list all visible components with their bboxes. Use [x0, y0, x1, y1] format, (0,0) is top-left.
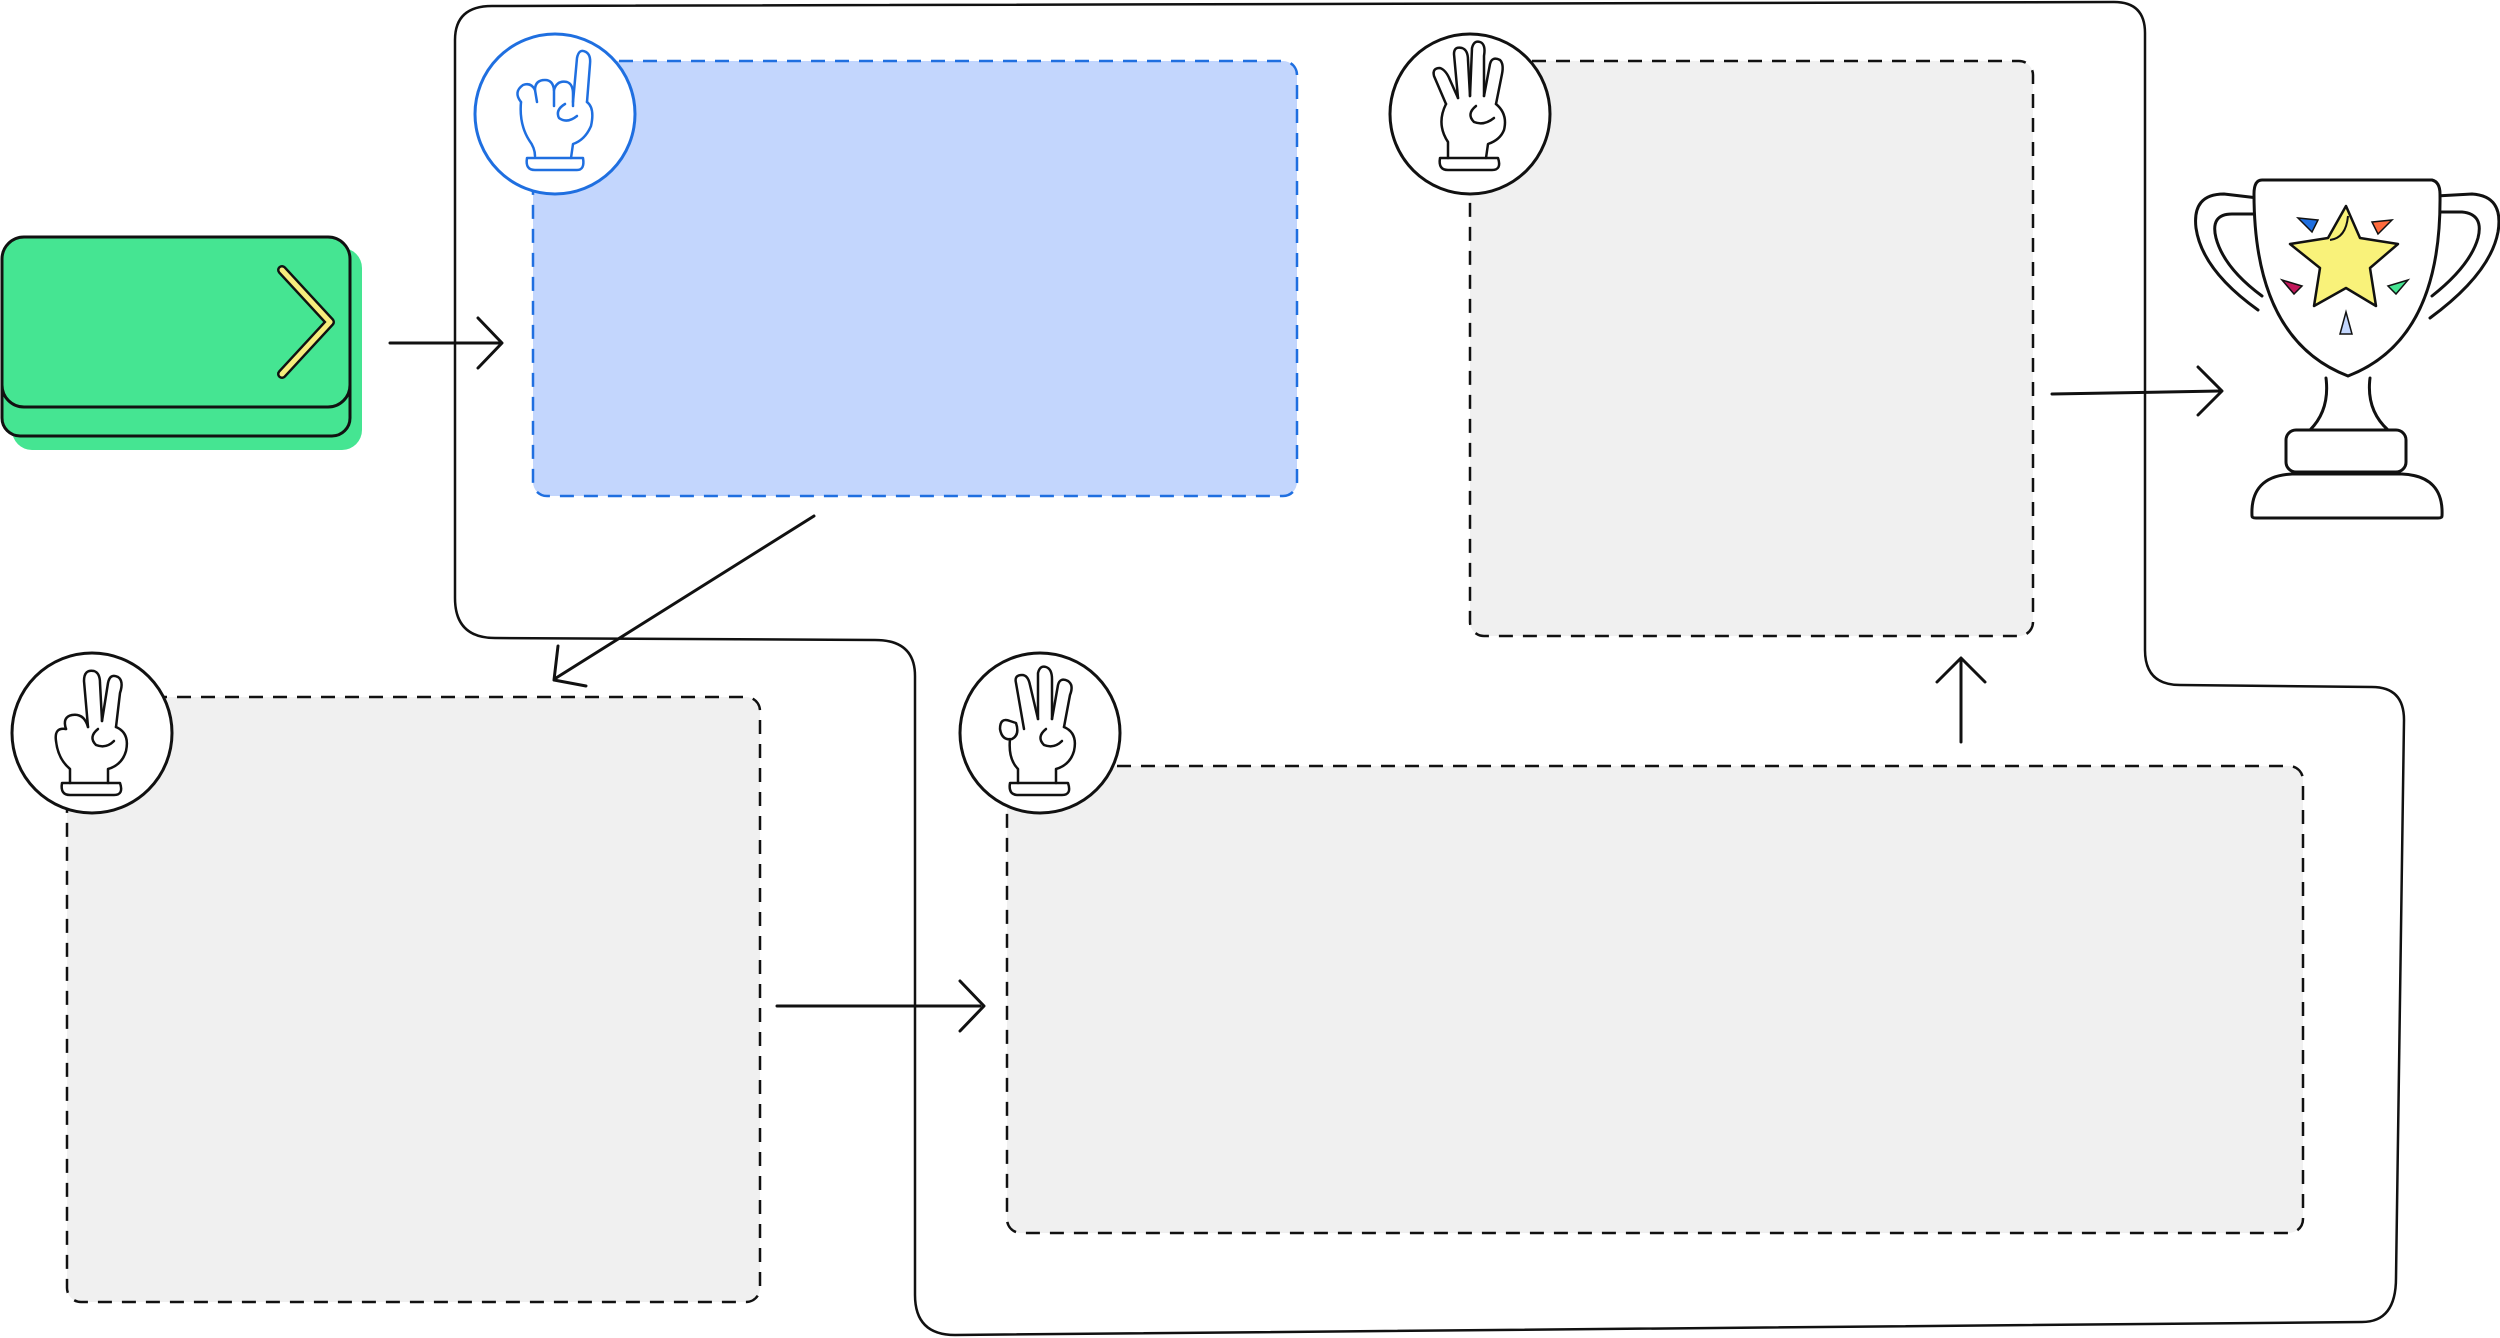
step-1-box [531, 59, 1299, 498]
step-2-box [65, 695, 762, 1304]
step-2-card[interactable] [65, 695, 762, 1304]
arrow-start-to-step1 [388, 316, 504, 370]
start-button[interactable] [0, 235, 362, 450]
step-1-badge [473, 32, 637, 196]
arrow-step1-to-step2 [552, 514, 816, 688]
step-4-badge [1388, 32, 1552, 196]
step-4-box [1468, 59, 2035, 638]
track-outline [453, 0, 2406, 1337]
step-3-box [1005, 764, 2305, 1235]
arrow-step2-to-step3 [775, 979, 986, 1033]
step-3-card[interactable] [1005, 764, 2305, 1235]
hand-two-fingers-icon [54, 669, 129, 797]
hand-four-fingers-icon [1432, 40, 1507, 172]
trophy-star [2288, 204, 2400, 308]
hand-one-finger-icon [516, 49, 594, 172]
arrow-step3-to-step4 [1935, 656, 1987, 744]
chevron-right-icon [277, 265, 335, 379]
arrow-step4-to-goal [2050, 365, 2224, 417]
trophy-icon[interactable] [2194, 178, 2500, 520]
hand-three-fingers-icon [998, 665, 1077, 797]
start-button-face [0, 235, 352, 409]
step-2-badge [10, 651, 174, 815]
step-4-card[interactable] [1468, 59, 2035, 638]
step-1-card[interactable] [531, 59, 1299, 498]
step-3-badge [958, 651, 1122, 815]
